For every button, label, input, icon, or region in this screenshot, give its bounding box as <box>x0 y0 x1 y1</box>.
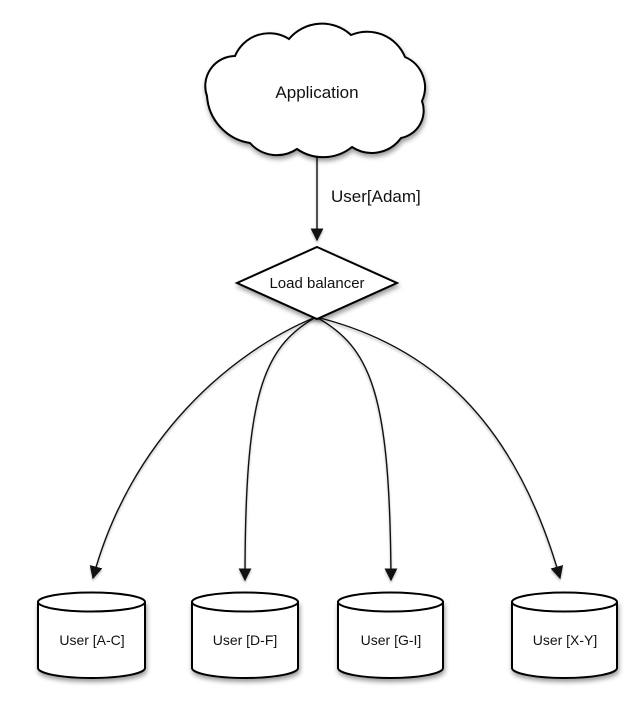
edge-balancer-to-shard-2 <box>238 316 317 582</box>
node-load-balancer: Load balancer <box>234 245 400 321</box>
shard-label-1: User [A-C] <box>59 632 124 648</box>
node-shard-3: User [G-I] <box>337 591 444 679</box>
node-shard-4: User [X-Y] <box>511 591 618 679</box>
edge-layer <box>89 148 564 582</box>
cylinder-body-4 <box>511 601 618 679</box>
edge-label-user-adam: User[Adam] <box>331 187 421 206</box>
load-balancer-diamond-shape <box>234 245 400 321</box>
load-balancer-label: Load balancer <box>269 275 364 292</box>
cylinder-top-1 <box>37 591 146 613</box>
cylinder-top-2 <box>191 591 299 613</box>
edge-balancer-to-shard-3 <box>315 316 398 582</box>
application-cloud-shape <box>204 22 426 159</box>
edge-balancer-to-shard-1 <box>89 316 317 580</box>
node-shard-1: User [A-C] <box>37 591 146 679</box>
node-application: Application <box>204 22 426 159</box>
cylinder-body-3 <box>337 601 444 679</box>
cylinder-body-1 <box>37 601 146 679</box>
cylinder-top-4 <box>511 591 618 613</box>
cylinder-top-3 <box>337 591 444 613</box>
shard-label-2: User [D-F] <box>213 632 278 648</box>
application-label: Application <box>275 83 358 102</box>
shard-label-3: User [G-I] <box>361 632 422 648</box>
shard-label-4: User [X-Y] <box>533 632 598 648</box>
edge-balancer-to-shard-4 <box>315 316 564 580</box>
cylinder-body-2 <box>191 601 299 679</box>
node-shard-2: User [D-F] <box>191 591 299 679</box>
